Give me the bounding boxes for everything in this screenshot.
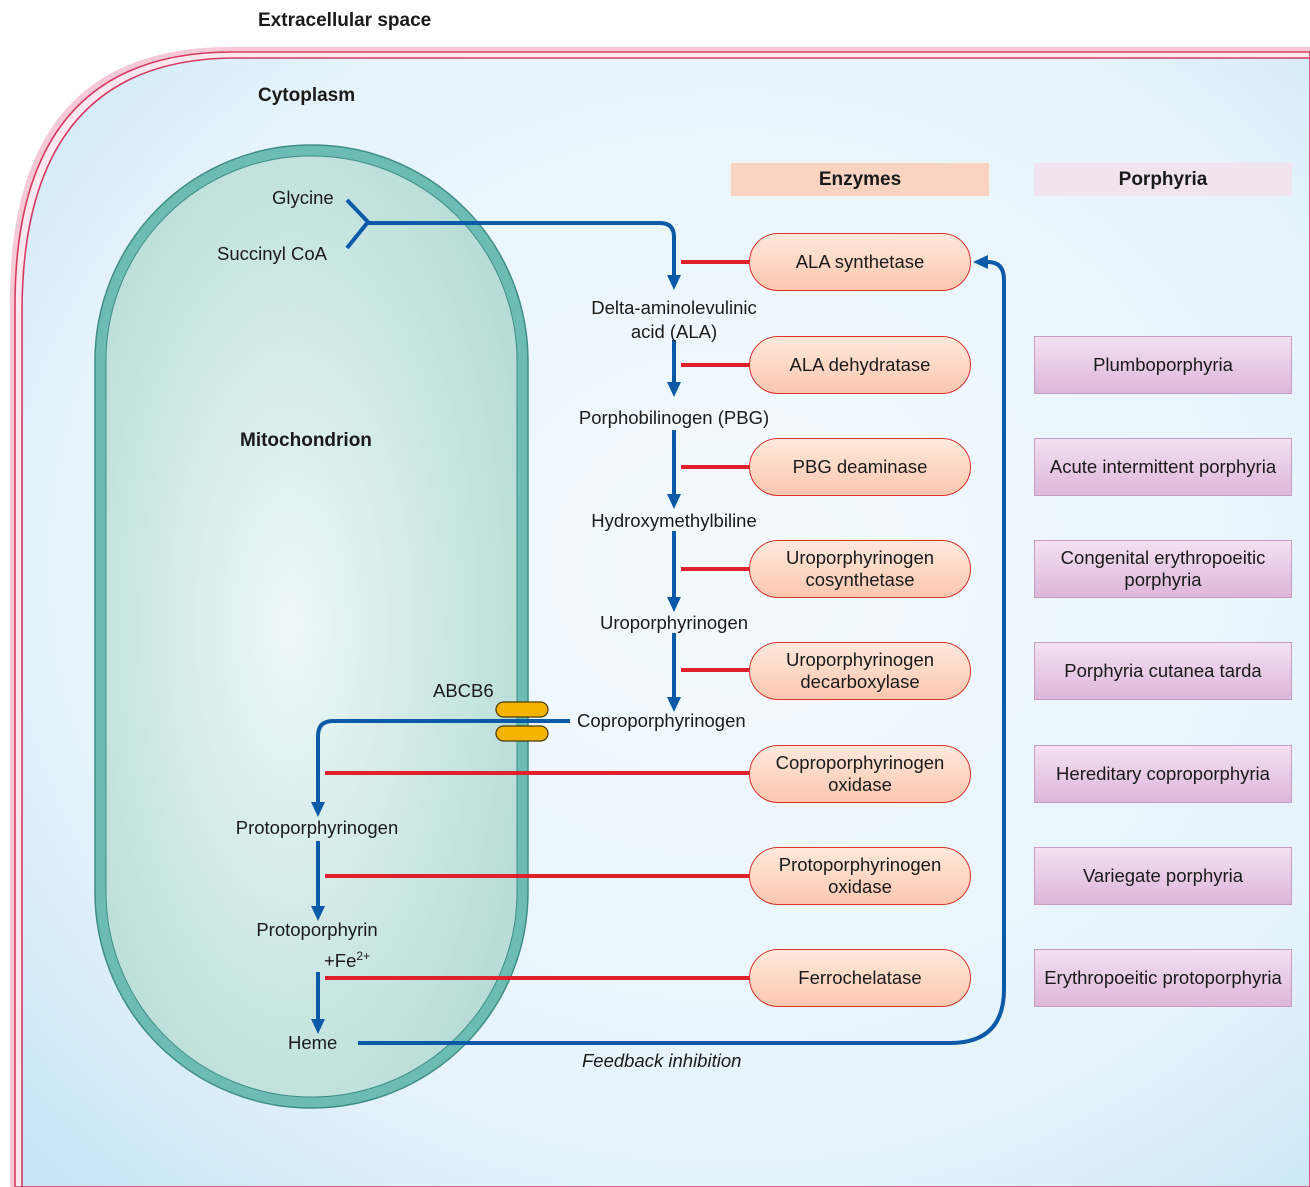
enzyme-ferrochelatase: Ferrochelatase — [749, 949, 971, 1007]
protoporphyrin-label: Protoporphyrin — [256, 919, 378, 940]
iron-text: +Fe — [324, 950, 357, 972]
porphyria-cutanea-tarda: Porphyria cutanea tarda — [1034, 642, 1292, 700]
abcb6-transporter — [495, 701, 549, 742]
coproporphyrinogen-label: Coproporphyrinogen — [577, 710, 746, 731]
ala-label-line1: Delta-aminolevulinic — [591, 297, 757, 318]
enzymes-header-box — [731, 163, 989, 196]
hydroxymethylbiline-label: Hydroxymethylbiline — [591, 510, 757, 531]
protoporphyrinogen-label: Protoporphyrinogen — [235, 817, 399, 838]
enzyme-protoporphyrinogen-oxidase: Protoporphyrinogen oxidase — [749, 847, 971, 905]
pathway-arrows — [316, 198, 1006, 1045]
cytoplasm-label: Cytoplasm — [258, 85, 356, 106]
porphyria-variegate: Variegate porphyria — [1034, 847, 1292, 905]
enzyme-uroporphyrinogen-decarboxylase: Uroporphyrinogen decarboxylase — [749, 642, 971, 700]
mitochondrion-label: Mitochondrion — [240, 430, 372, 451]
uroporphyrinogen-label: Uroporphyrinogen — [599, 612, 749, 633]
porphyria-erythropoeitic-protoporphyria: Erythropoeitic protoporphyria — [1034, 949, 1292, 1007]
enzyme-ala-dehydratase: ALA dehydratase — [749, 336, 971, 394]
enzyme-ala-synthetase: ALA synthetase — [749, 233, 971, 291]
iron-label: +Fe2+ — [324, 944, 370, 973]
enzyme-pbg-deaminase: PBG deaminase — [749, 438, 971, 496]
porphyria-acute-intermittent: Acute intermittent porphyria — [1034, 438, 1292, 496]
feedback-inhibition-label: Feedback inhibition — [582, 1050, 742, 1071]
extracellular-label: Extracellular space — [258, 10, 432, 31]
arrowheads — [311, 255, 988, 1034]
pbg-label: Porphobilinogen (PBG) — [578, 407, 770, 428]
porphyria-header-box — [1034, 163, 1292, 196]
mitochondrion — [94, 144, 529, 1109]
enzyme-uroporphyrinogen-cosynthetase: Uroporphyrinogen cosynthetase — [749, 540, 971, 598]
ala-label: Delta-aminolevulinic acid (ALA) — [574, 296, 774, 344]
porphyria-plumboporphyria: Plumboporphyria — [1034, 336, 1292, 394]
succinyl-coa-label: Succinyl CoA — [217, 243, 328, 264]
ala-label-line2: acid (ALA) — [630, 321, 718, 342]
enzyme-coproporphyrinogen-oxidase: Coproporphyrinogen oxidase — [749, 745, 971, 803]
porphyria-hereditary-coproporphyria: Hereditary coproporphyria — [1034, 745, 1292, 803]
porphyria-congenital-erythropoeitic: Congenital erythropoeitic porphyria — [1034, 540, 1292, 598]
abcb6-label: ABCB6 — [433, 680, 494, 701]
glycine-label: Glycine — [272, 187, 334, 208]
porphyria-header: Porphyria — [1118, 168, 1208, 190]
enzyme-connectors — [325, 260, 752, 980]
heme-label: Heme — [288, 1032, 338, 1053]
iron-charge: 2+ — [356, 949, 371, 963]
enzymes-header: Enzymes — [818, 168, 902, 190]
